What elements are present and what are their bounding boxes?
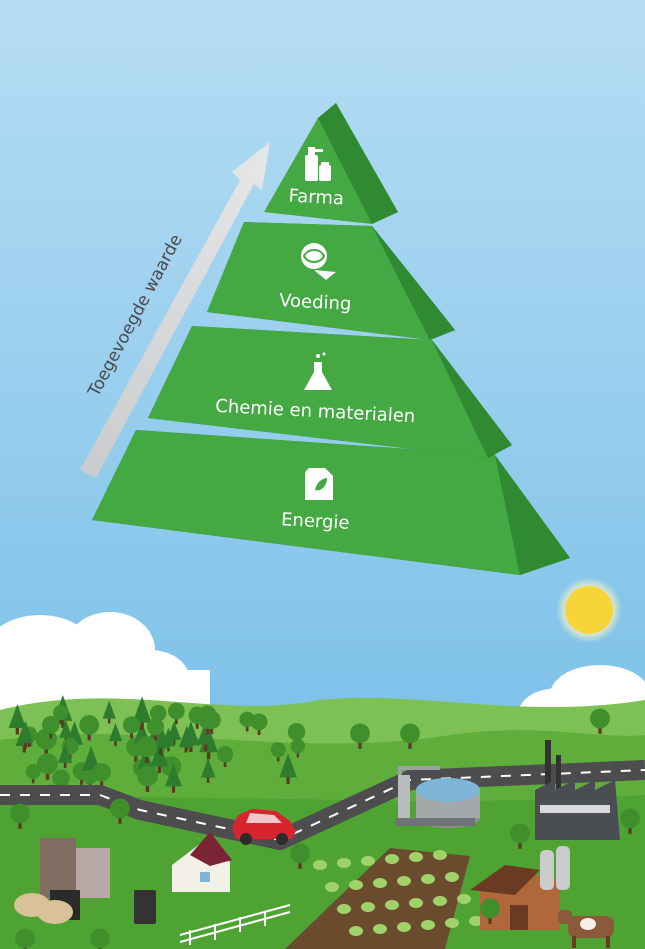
- crop-plant: [313, 860, 327, 870]
- crop-plant: [433, 896, 447, 906]
- conifer-tree: [196, 720, 215, 752]
- crop-plant: [385, 900, 399, 910]
- conifer-tree: [179, 729, 193, 753]
- crop-plant: [421, 920, 435, 930]
- crop-plant: [373, 924, 387, 934]
- conifer-tree: [132, 696, 152, 730]
- foreground-trees: [10, 708, 640, 949]
- deciduous-tree: [400, 723, 420, 749]
- car: [232, 809, 296, 845]
- deciduous-tree: [110, 798, 130, 824]
- silos: [14, 838, 156, 924]
- conifer-tree: [17, 721, 34, 749]
- barn: [470, 846, 570, 930]
- crop-plant: [337, 904, 351, 914]
- crop-plant: [349, 926, 363, 936]
- conifer-tree: [102, 700, 116, 724]
- crop-plant: [397, 876, 411, 886]
- crop-plant: [337, 858, 351, 868]
- tier-energie: [92, 430, 570, 575]
- factory: [535, 740, 620, 840]
- biogas-plant: [395, 766, 480, 828]
- conifer-tree: [8, 704, 26, 735]
- deciduous-tree: [37, 753, 58, 780]
- fence: [179, 904, 291, 945]
- fuel-jerrycan-icon: [305, 468, 333, 500]
- crop-plant: [445, 872, 459, 882]
- crop-plant: [469, 916, 483, 926]
- food-cabbage-icon: [301, 243, 336, 280]
- conifer-tree: [108, 722, 123, 747]
- tier-label-farma: Farma: [288, 186, 344, 210]
- forest: [8, 694, 306, 793]
- tier-voeding: [207, 222, 455, 340]
- tier-label-voeding: Voeding: [279, 290, 352, 315]
- deciduous-tree: [25, 764, 41, 784]
- crop-plant: [325, 882, 339, 892]
- conifer-tree: [165, 763, 182, 793]
- conifer-tree: [200, 758, 216, 784]
- deciduous-tree: [122, 716, 141, 739]
- crop-plant: [457, 894, 471, 904]
- deciduous-tree: [480, 898, 500, 924]
- deciduous-tree: [270, 742, 286, 762]
- crop-plant: [373, 878, 387, 888]
- deciduous-tree: [620, 808, 640, 834]
- crop-plant: [409, 898, 423, 908]
- deciduous-tree: [53, 705, 69, 725]
- crop-field: [285, 848, 483, 949]
- deciduous-tree: [41, 715, 60, 739]
- deciduous-tree: [10, 803, 30, 829]
- deciduous-tree: [510, 823, 530, 849]
- crop-plant: [349, 880, 363, 890]
- pharma-bottle-icon: [305, 147, 331, 181]
- tier-label-energie: Energie: [281, 509, 350, 534]
- house: [172, 832, 232, 892]
- deciduous-tree: [92, 762, 111, 787]
- chemistry-flask-icon: [304, 352, 332, 390]
- deciduous-tree: [198, 709, 218, 735]
- crop-plant: [361, 856, 375, 866]
- crop-plant: [397, 922, 411, 932]
- deciduous-tree: [290, 843, 310, 869]
- cow: [558, 910, 614, 948]
- deciduous-tree: [216, 746, 234, 768]
- deciduous-tree: [136, 736, 158, 764]
- crop-plant: [385, 854, 399, 864]
- deciduous-tree: [250, 713, 268, 735]
- crop-plant: [421, 874, 435, 884]
- deciduous-tree: [350, 723, 370, 749]
- crop-plant: [433, 850, 447, 860]
- crop-plant: [445, 918, 459, 928]
- crop-plant: [361, 902, 375, 912]
- deciduous-tree: [167, 702, 185, 725]
- deciduous-tree: [146, 718, 165, 741]
- deciduous-tree: [15, 928, 35, 949]
- deciduous-tree: [90, 928, 110, 949]
- deciduous-tree: [590, 708, 610, 734]
- deciduous-tree: [290, 738, 306, 758]
- deciduous-tree: [137, 765, 158, 792]
- crop-plant: [409, 852, 423, 862]
- conifer-tree: [279, 753, 297, 785]
- sun: [556, 577, 622, 643]
- pyramid: Farma Voeding Chemie en materialen Energ…: [92, 103, 570, 575]
- deciduous-tree: [79, 715, 100, 741]
- conifer-tree: [58, 743, 73, 769]
- tier-chemie: [148, 326, 512, 458]
